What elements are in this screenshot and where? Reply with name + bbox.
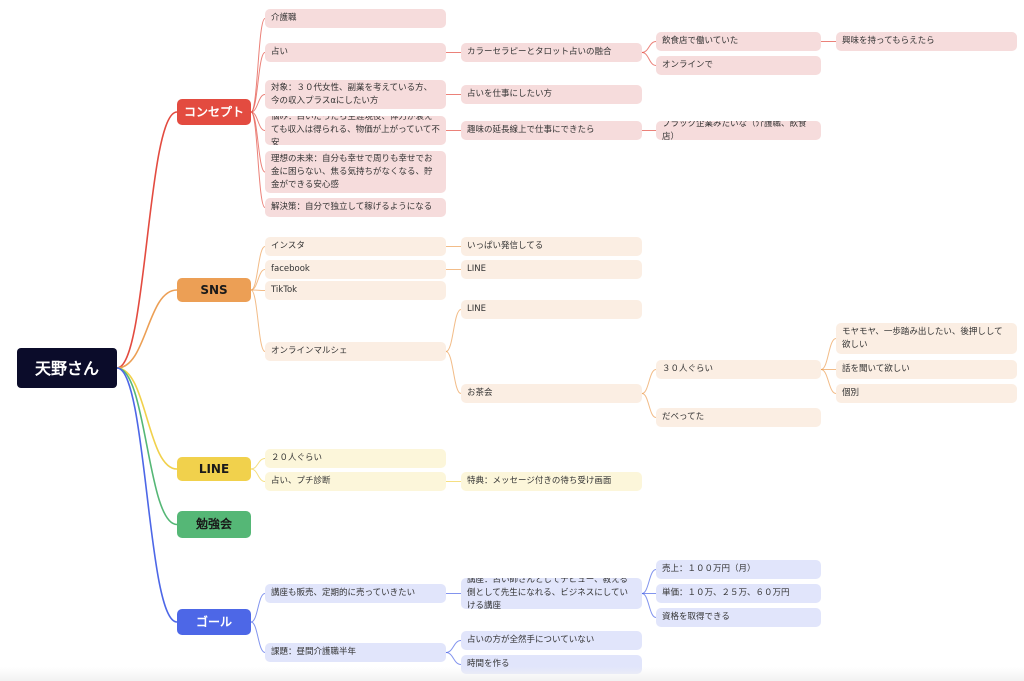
sns-node-tiktok[interactable]: TikTok	[265, 281, 446, 300]
edge-c2a-c2a1	[641, 41, 657, 53]
edge-g1a-g1a3	[641, 593, 657, 618]
edge-c2a-c2a2	[641, 52, 657, 66]
goal-node-daytime-caregiving[interactable]: 課題：昼間介護職半年	[265, 643, 446, 662]
concept-node-worries[interactable]: 悩み：占いだったら生涯現役、体力が衰えても収入は得られる、物価が上がっていて不安	[265, 116, 446, 145]
edge-g1a-g1a1	[641, 569, 657, 594]
concept-node-caregiver[interactable]: 介護職	[265, 9, 446, 28]
edge-s4-s4a	[445, 309, 462, 352]
bottom-fade	[0, 667, 1024, 681]
concept-node-solution[interactable]: 解決策：自分で独立して稼げるようになる	[265, 198, 446, 217]
goal-node-no-focus-on-fortune[interactable]: 占いの方が全然手についていない	[461, 631, 642, 650]
sns-node-want-a-push[interactable]: モヤモヤ、一歩踏み出したい、後押しして欲しい	[836, 323, 1017, 354]
concept-node-hobby-extension[interactable]: 趣味の延長線上で仕事にできたら	[461, 121, 642, 140]
root-node[interactable]: 天野さん	[17, 348, 117, 388]
edge-sns-s3	[250, 289, 266, 291]
concept-node-target[interactable]: 対象：３０代女性、副業を考えている方、今の収入プラスαにしたい方	[265, 80, 446, 109]
edge-root-goal	[116, 367, 178, 623]
edge-concept-c2	[250, 52, 266, 113]
sns-node-marche-line[interactable]: LINE	[461, 300, 642, 319]
concept-node-black-company[interactable]: ブラック企業みたいな（介護職、飲食店）	[656, 121, 821, 140]
edge-goal-g1	[250, 593, 266, 623]
line-category-node[interactable]: LINE	[177, 457, 251, 481]
goal-node-sales-target[interactable]: 売上：１００万円（月）	[656, 560, 821, 579]
edge-s4b1-s4b1a	[820, 338, 837, 370]
concept-node-restaurant[interactable]: 飲食店で働いていた	[656, 32, 821, 51]
edge-root-study	[116, 367, 178, 526]
study-session-category-node[interactable]: 勉強会	[177, 511, 251, 538]
concept-node-fortune[interactable]: 占い	[265, 43, 446, 62]
sns-node-facebook[interactable]: facebook	[265, 260, 446, 279]
edge-sns-s2	[250, 269, 266, 291]
edge-concept-c5	[250, 111, 266, 173]
sns-node-want-to-be-heard[interactable]: 話を聞いて欲しい	[836, 360, 1017, 379]
sns-node-tea-party[interactable]: お茶会	[461, 384, 642, 403]
edge-line-l1	[250, 458, 266, 470]
edge-s4b1-s4b1c	[820, 369, 837, 394]
edge-goal-g2	[250, 621, 266, 653]
edge-concept-c4	[250, 111, 266, 131]
sns-node-posting-a-lot[interactable]: いっぱい発信してる	[461, 237, 642, 256]
concept-node-fortune-as-job[interactable]: 占いを仕事にしたい方	[461, 85, 642, 104]
line-node-fortune-mini-diagnosis[interactable]: 占い、プチ診断	[265, 472, 446, 491]
sns-node-facebook-line[interactable]: LINE	[461, 260, 642, 279]
edge-root-line	[116, 367, 178, 470]
edge-g2-g2b	[445, 652, 462, 665]
edge-s4-s4b	[445, 351, 462, 394]
edge-root-sns	[116, 289, 178, 369]
goal-category-node[interactable]: ゴール	[177, 609, 251, 635]
edge-sns-s1	[250, 246, 266, 291]
goal-node-course-description[interactable]: 講座：占い師さんとしてデビュー、教える側として先生になれる、ビジネスにしていける…	[461, 578, 642, 609]
concept-node-color-therapy-tarot[interactable]: カラーセラピーとタロット占いの融合	[461, 43, 642, 62]
sns-node-chatting[interactable]: だべってた	[656, 408, 821, 427]
edge-concept-c3	[250, 94, 266, 113]
goal-node-sell-courses[interactable]: 講座も販売、定期的に売っていきたい	[265, 584, 446, 603]
goal-node-certification[interactable]: 資格を取得できる	[656, 608, 821, 627]
edge-s4b-s4b1	[641, 369, 657, 394]
edge-concept-c6	[250, 111, 266, 208]
concept-node-online[interactable]: オンラインで	[656, 56, 821, 75]
edge-g2-g2a	[445, 640, 462, 653]
edge-sns-s4	[250, 289, 266, 352]
line-node-bonus-wallpaper[interactable]: 特典：メッセージ付きの待ち受け画面	[461, 472, 642, 491]
concept-node-ideal-future[interactable]: 理想の未来：自分も幸せで周りも幸せでお金に困らない、焦る気持ちがなくなる、貯金が…	[265, 151, 446, 193]
edge-root-concept	[116, 111, 178, 369]
sns-node-individual[interactable]: 個別	[836, 384, 1017, 403]
line-node-about-20-people[interactable]: ２０人ぐらい	[265, 449, 446, 468]
edge-concept-c1	[250, 18, 266, 113]
edge-s4b-s4b2	[641, 393, 657, 418]
sns-category-node[interactable]: SNS	[177, 278, 251, 302]
edge-line-l2	[250, 468, 266, 482]
concept-node-interest[interactable]: 興味を持ってもらえたら	[836, 32, 1017, 51]
sns-node-online-marche[interactable]: オンラインマルシェ	[265, 342, 446, 361]
sns-node-about-30-people[interactable]: ３０人ぐらい	[656, 360, 821, 379]
concept-category-node[interactable]: コンセプト	[177, 99, 251, 125]
sns-node-instagram[interactable]: インスタ	[265, 237, 446, 256]
goal-node-unit-prices[interactable]: 単価：１０万、２５万、６０万円	[656, 584, 821, 603]
